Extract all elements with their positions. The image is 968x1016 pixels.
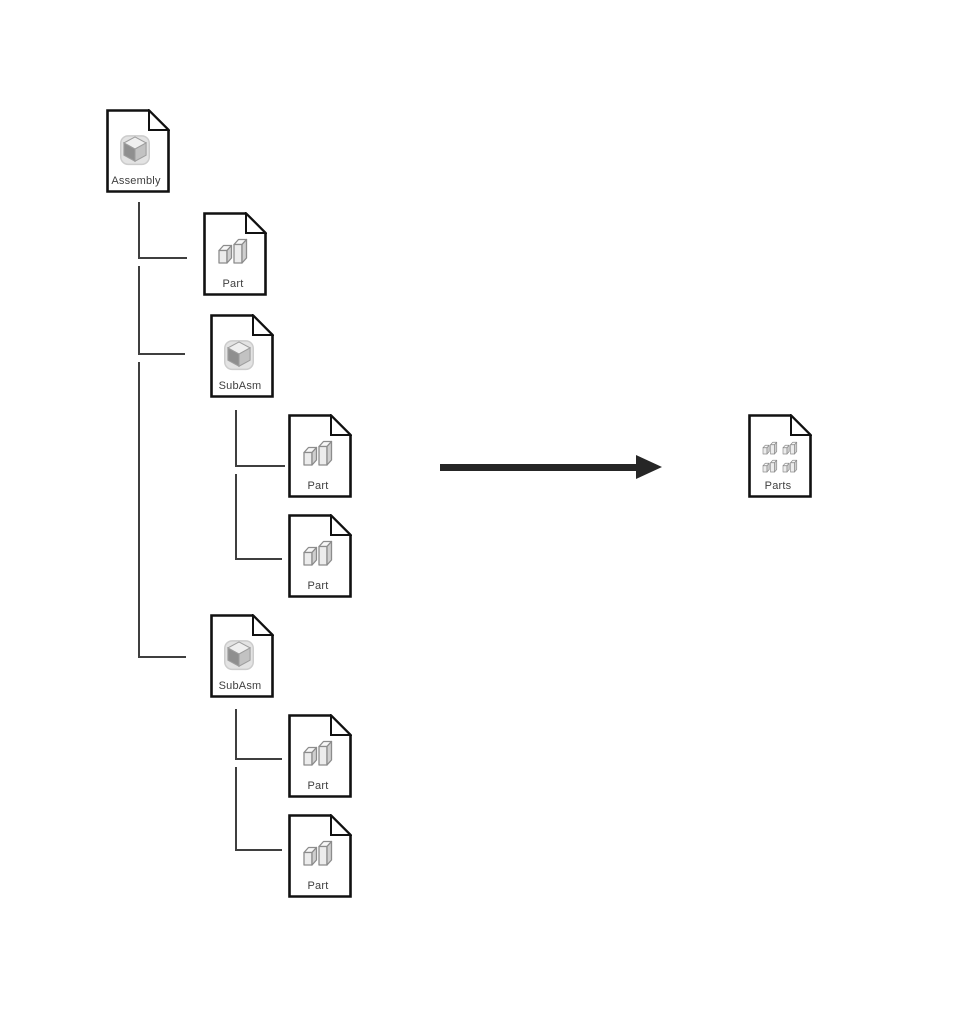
tree-connector-line	[138, 266, 140, 355]
doc-label-part: Part	[307, 480, 329, 492]
tree-connector-line	[235, 767, 237, 851]
tree-connector-line	[235, 709, 237, 760]
part-prisms-icon	[300, 837, 336, 876]
part-prisms-icon	[215, 235, 251, 274]
doc-node-part-5: Part	[288, 814, 352, 898]
doc-node-parts-result: Parts	[748, 414, 812, 498]
doc-label-subasm: SubAsm	[218, 380, 262, 392]
tree-connector-line	[235, 465, 285, 467]
doc-label-part: Part	[307, 580, 329, 592]
doc-label-part: Part	[222, 278, 244, 290]
doc-node-subasm-2: SubAsm	[210, 614, 274, 698]
parts-grid-icon	[761, 440, 799, 483]
tree-connector-line	[235, 474, 237, 560]
doc-label-subasm: SubAsm	[218, 680, 262, 692]
doc-node-subasm-1: SubAsm	[210, 314, 274, 398]
tree-connector-line	[235, 410, 237, 467]
tree-connector-line	[138, 656, 186, 658]
part-prisms-icon	[300, 737, 336, 776]
doc-node-part-1: Part	[203, 212, 267, 296]
doc-node-part-2: Part	[288, 414, 352, 498]
tree-connector-line	[138, 257, 187, 259]
doc-label-assembly: Assembly	[111, 175, 161, 187]
doc-node-part-4: Part	[288, 714, 352, 798]
assembly-cube-icon	[116, 129, 154, 172]
doc-label-parts: Parts	[764, 480, 792, 492]
assembly-cube-icon	[220, 334, 258, 377]
doc-node-assembly: Assembly	[106, 109, 170, 193]
tree-connector-line	[235, 758, 282, 760]
tree-connector-line	[235, 558, 282, 560]
part-prisms-icon	[300, 537, 336, 576]
part-prisms-icon	[300, 437, 336, 476]
right-arrow-icon	[440, 464, 637, 471]
tree-connector-line	[138, 353, 185, 355]
doc-label-part: Part	[307, 780, 329, 792]
tree-connector-line	[138, 362, 140, 658]
assembly-cube-icon	[220, 634, 258, 677]
tree-connector-line	[235, 849, 282, 851]
doc-label-part: Part	[307, 880, 329, 892]
doc-node-part-3: Part	[288, 514, 352, 598]
tree-connector-line	[138, 202, 140, 259]
right-arrow-head-icon	[636, 455, 662, 479]
